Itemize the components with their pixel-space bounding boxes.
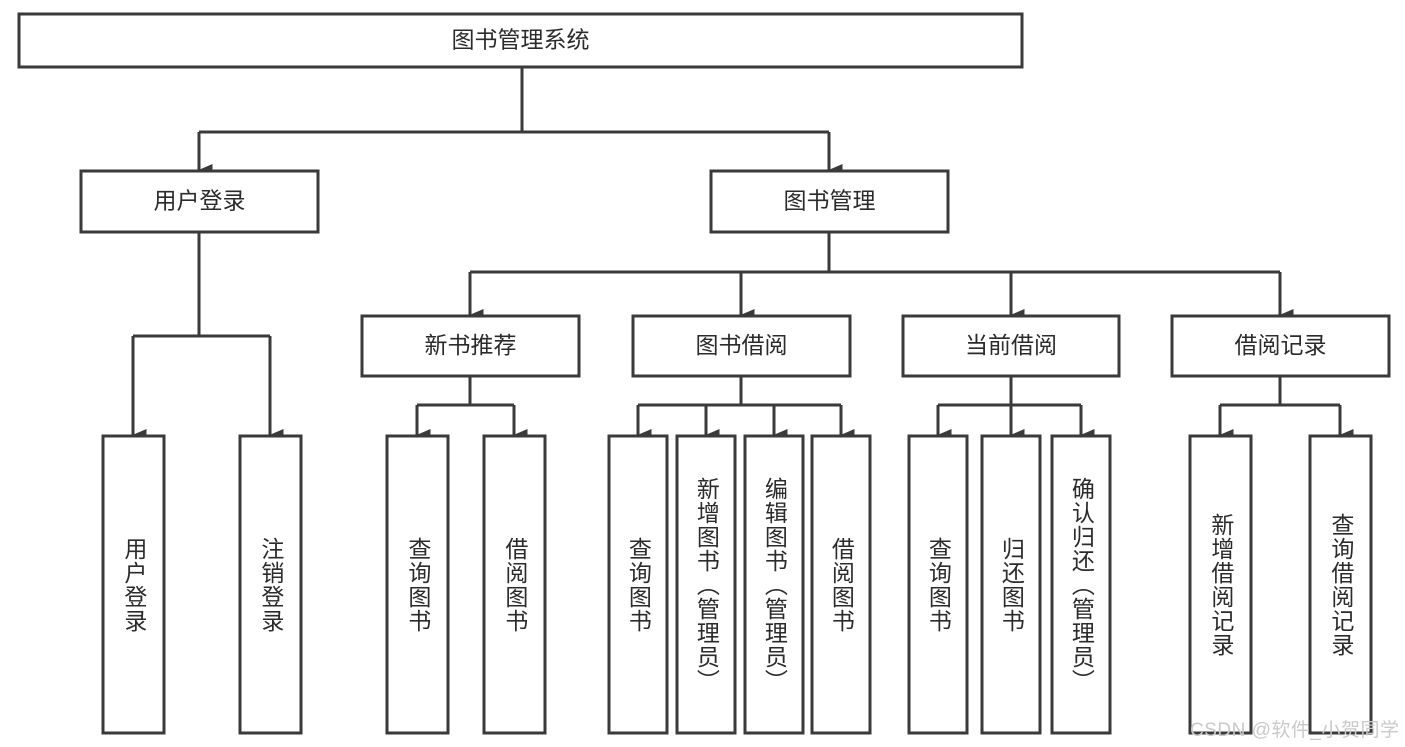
connector-layer [131, 67, 1354, 441]
connector-userlogin-to-leaves [131, 232, 284, 441]
node-box-level2-1[interactable] [79, 169, 320, 234]
node-box-leaf-5[interactable] [607, 434, 669, 735]
node-box-leaf-13[interactable] [1308, 434, 1373, 735]
node-label-level2-1: 用户登录 [154, 188, 246, 214]
node-box-level3-1[interactable] [360, 314, 581, 378]
node-label-level2-2: 图书管理 [784, 188, 876, 214]
node-box-leaf-3[interactable] [385, 434, 450, 735]
node-box-level3-4[interactable] [1170, 314, 1391, 378]
connector-bookmgmt-to-level3 [468, 232, 1294, 321]
node-box-leaf-4[interactable] [482, 434, 547, 735]
node-box-leaf-10[interactable] [980, 434, 1042, 735]
node-box-leaf-9[interactable] [907, 434, 969, 735]
node-box-root[interactable] [17, 12, 1024, 69]
node-box-leaf-7[interactable] [743, 434, 805, 735]
node-label-level3-2: 图书借阅 [696, 332, 788, 358]
node-label-level3-4: 借阅记录 [1235, 332, 1327, 358]
node-box-level3-2[interactable] [631, 314, 852, 378]
node-box-leaf-6[interactable] [675, 434, 737, 735]
connector-group-1 [415, 376, 528, 441]
connector-group-4 [1218, 376, 1354, 441]
node-label-level3-3: 当前借阅 [965, 332, 1057, 358]
connector-group-2 [636, 376, 855, 441]
node-label-root: 图书管理系统 [452, 27, 590, 53]
node-box-leaf-2[interactable] [238, 434, 303, 735]
watermark-label: CSDN @软件_小贺同学 [1190, 720, 1400, 741]
node-label-level3-1: 新书推荐 [425, 332, 517, 358]
node-box-leaf-12[interactable] [1188, 434, 1253, 735]
node-box-leaf-8[interactable] [810, 434, 872, 735]
connector-group-3 [936, 376, 1095, 441]
node-box-level2-2[interactable] [709, 169, 950, 234]
connector-root-to-level2 [197, 67, 843, 176]
node-box-leaf-1[interactable] [101, 434, 166, 735]
node-box-leaf-11[interactable] [1050, 434, 1112, 735]
node-box-level3-3[interactable] [901, 314, 1121, 378]
